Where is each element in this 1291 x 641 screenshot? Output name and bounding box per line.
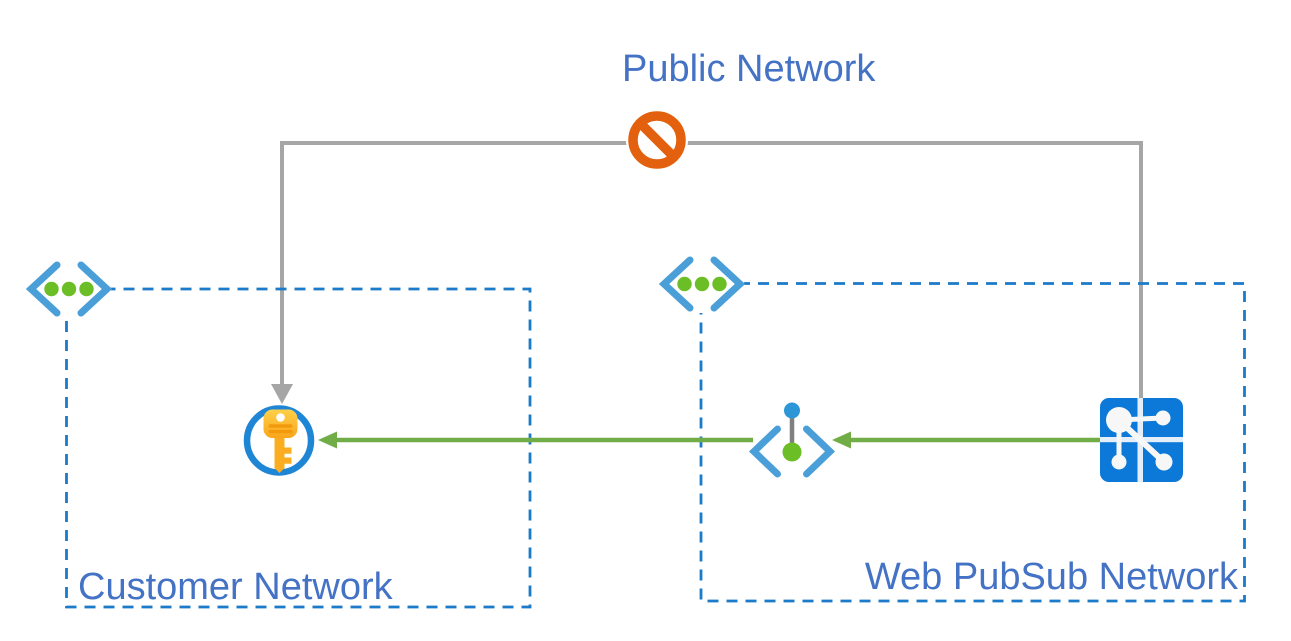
public-network-label: Public Network: [622, 48, 876, 90]
connector-arrowhead-down-icon: [271, 384, 293, 404]
private-endpoint-icon: [748, 402, 836, 478]
web-pubsub-network-label: Web PubSub Network: [864, 556, 1238, 598]
key-icon: [243, 405, 315, 476]
public-connector-line: [280, 141, 1143, 398]
traffic-arrow-endpoint-to-key: [318, 431, 753, 449]
virtual-network-icon: [25, 260, 113, 318]
no-entry-icon: [626, 109, 688, 171]
virtual-network-icon: [658, 255, 746, 313]
web-pubsub-icon: [1100, 398, 1183, 482]
customer-network-label: Customer Network: [78, 566, 393, 608]
traffic-arrow-pubsub-to-endpoint: [832, 431, 1100, 449]
customer-network-boundary: [65, 287, 532, 609]
